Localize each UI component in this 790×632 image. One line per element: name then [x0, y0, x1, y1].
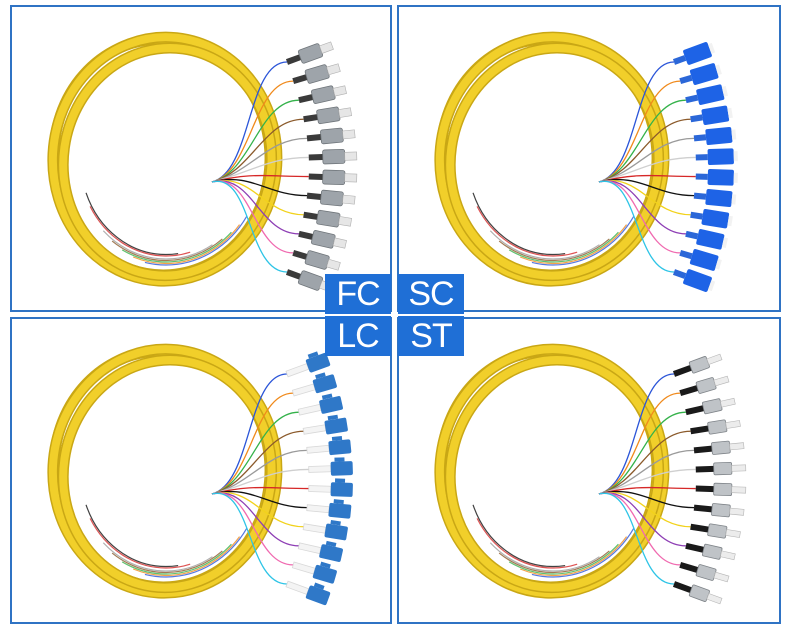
fc-pigtail-panel — [10, 5, 392, 312]
st-pigtail-panel — [397, 317, 781, 624]
sc-pigtail-panel — [397, 5, 781, 312]
sc-label-badge: SC — [398, 274, 464, 314]
fc-label-badge: FC — [325, 274, 391, 314]
lc-pigtail-bundle-icon — [47, 343, 353, 606]
sc-pigtail-bundle-icon — [434, 31, 738, 292]
lc-pigtail-panel — [10, 317, 392, 624]
lc-label-badge: LC — [325, 316, 391, 356]
st-label-badge: ST — [398, 316, 464, 356]
st-pigtail-bundle-icon — [434, 343, 747, 605]
fc-pigtail-bundle-icon — [47, 31, 358, 293]
